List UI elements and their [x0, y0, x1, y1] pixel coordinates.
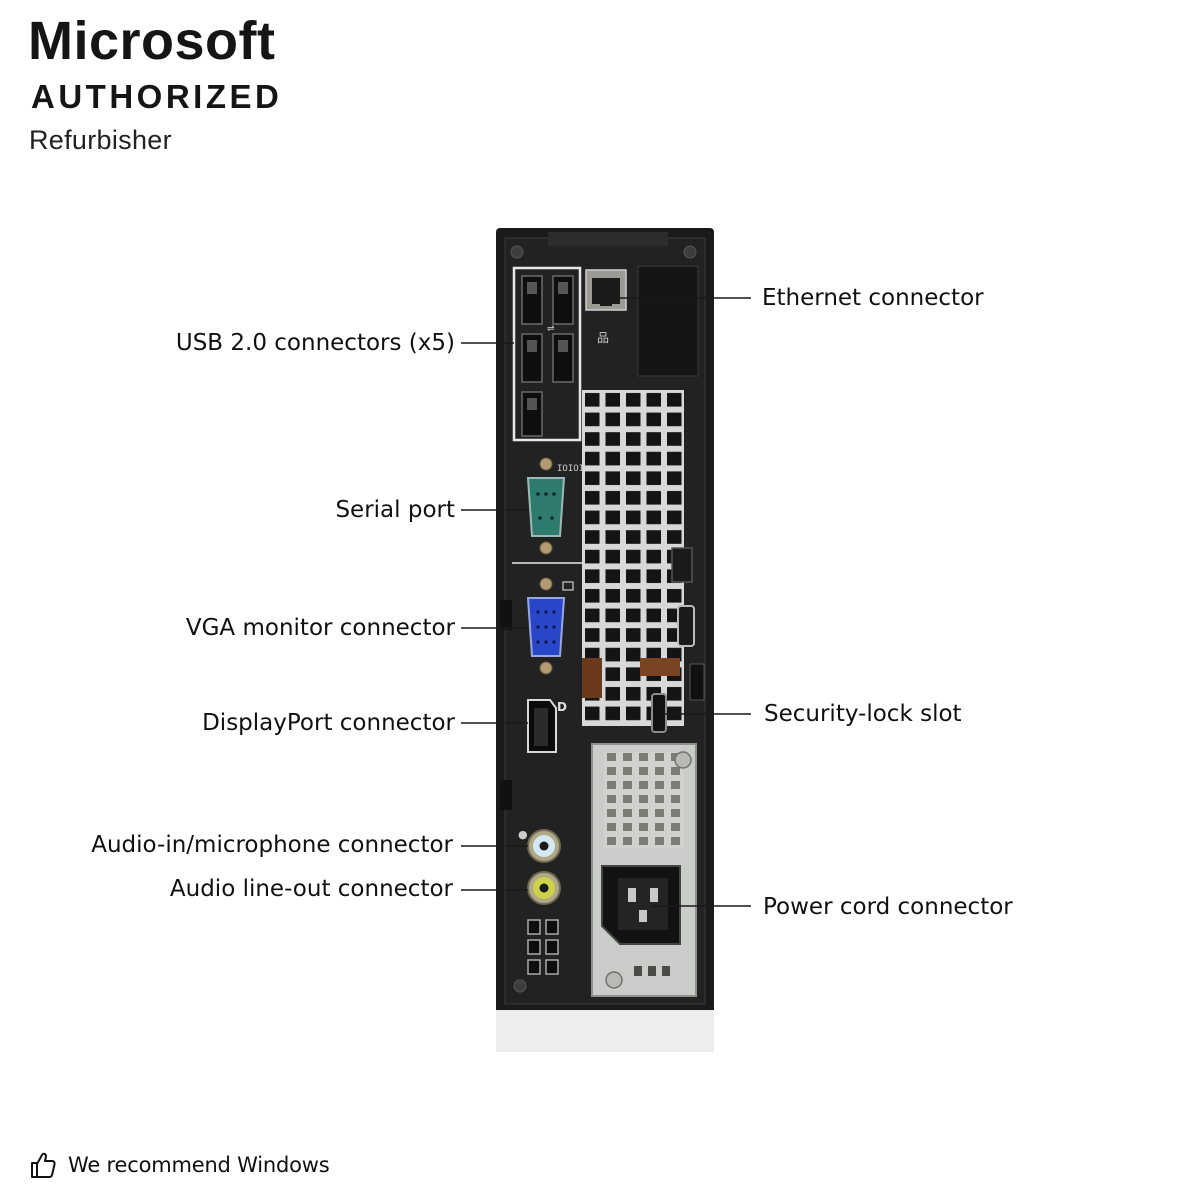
svg-text:●: ● [518, 828, 528, 841]
audio-line-out-jack [527, 871, 561, 905]
label-security-lock-slot: Security-lock slot [764, 701, 962, 727]
serial-port: IOIOI [526, 457, 584, 555]
thumbs-up-icon [31, 1152, 56, 1178]
footer-text: We recommend Windows [68, 1153, 330, 1177]
ventilation-grille [582, 390, 684, 726]
label-audio-in-connector: Audio-in/microphone connector [91, 832, 453, 858]
label-ethernet-connector: Ethernet connector [762, 285, 984, 311]
microsoft-authorized-refurbisher-logo: Microsoft AUTHORIZED Refurbisher [0, 0, 340, 170]
logo-refurbisher-text: Refurbisher [29, 125, 172, 155]
svg-text:IOIOI: IOIOI [557, 464, 584, 474]
power-cord-connector [601, 865, 681, 945]
label-usb-connectors: USB 2.0 connectors (x5) [175, 330, 455, 356]
label-power-cord-connector: Power cord connector [763, 894, 1013, 920]
ethernet-port: 品 [585, 265, 699, 377]
svg-text:D: D [557, 700, 567, 714]
callout-leader-lines [461, 297, 751, 907]
logo-microsoft-text: Microsoft [28, 11, 276, 71]
svg-text:⇌: ⇌ [547, 324, 555, 334]
vga-port [526, 577, 574, 675]
svg-text:品: 品 [597, 331, 609, 345]
label-displayport-connector: DisplayPort connector [202, 710, 455, 736]
label-vga-connector: VGA monitor connector [185, 615, 455, 641]
usb-ports: ⇌ [512, 266, 582, 442]
label-audio-line-out-connector: Audio line-out connector [169, 876, 453, 902]
logo-authorized-text: AUTHORIZED [31, 78, 283, 115]
security-lock-slot [651, 547, 705, 733]
footer-recommendation: We recommend Windows [28, 1148, 330, 1182]
lower-vents [527, 919, 559, 975]
displayport-port: D [527, 699, 567, 753]
label-serial-port: Serial port [335, 497, 455, 523]
